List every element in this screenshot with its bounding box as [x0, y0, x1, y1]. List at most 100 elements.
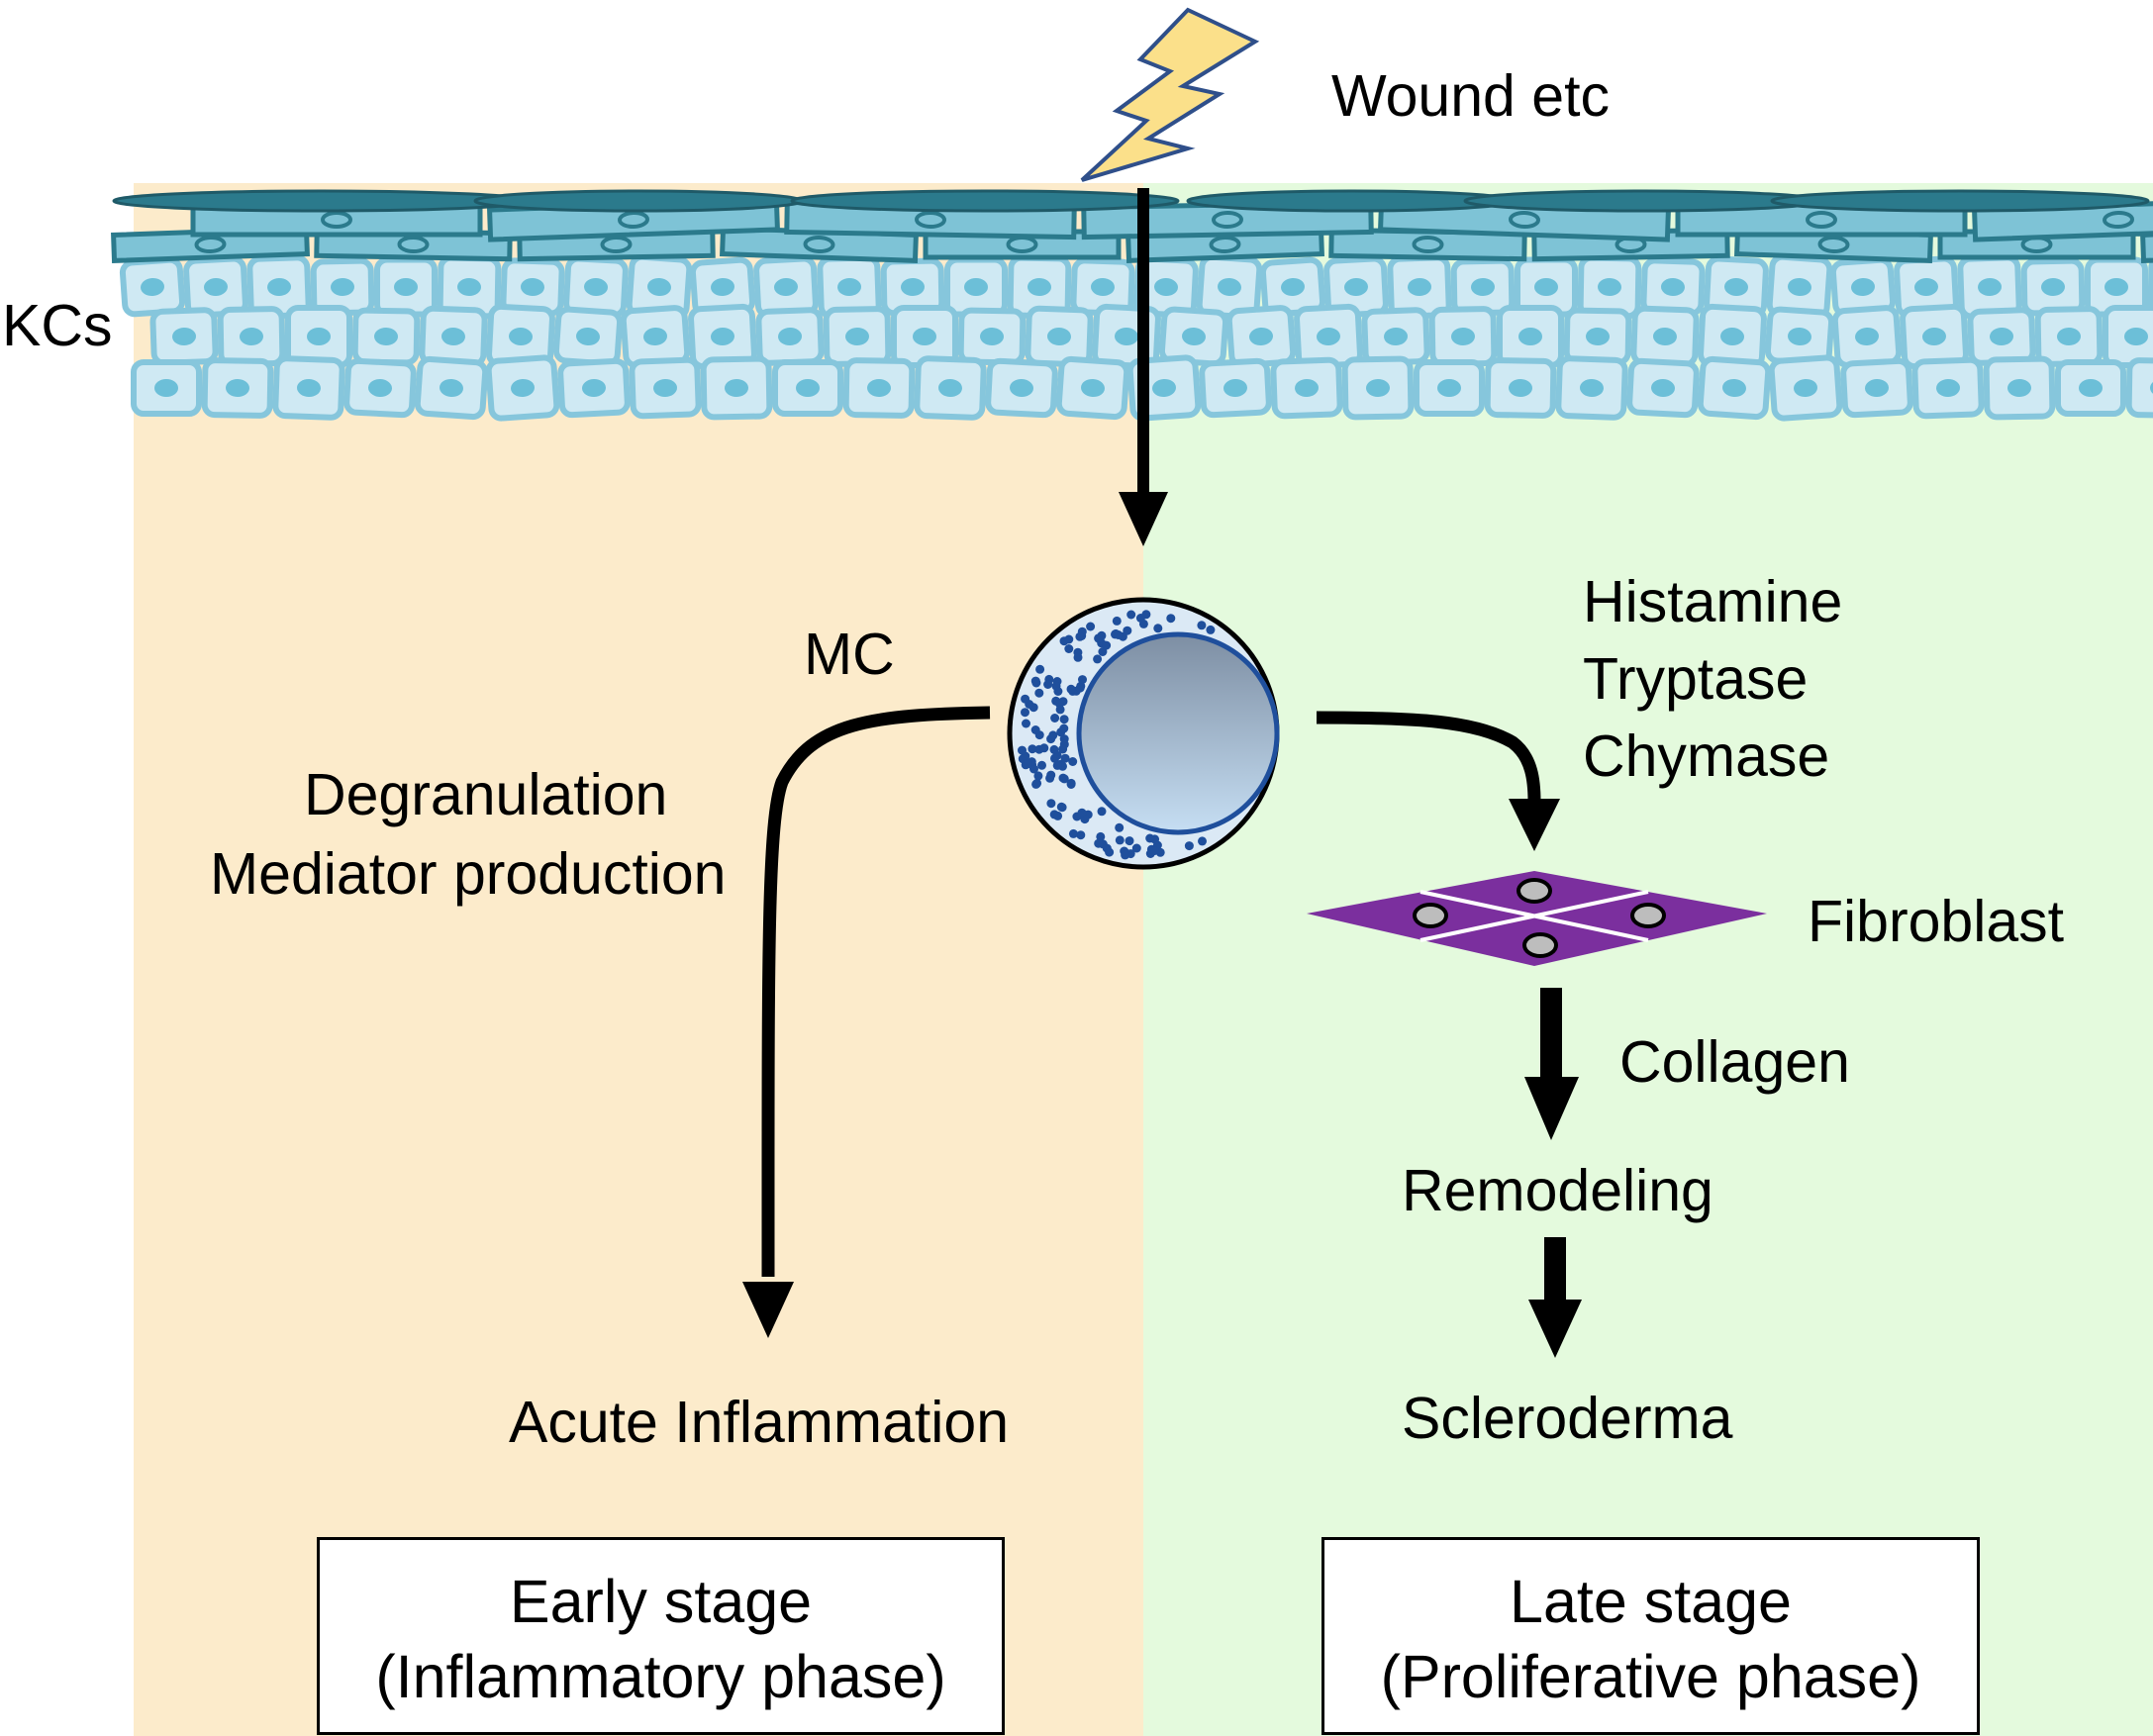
fibroblast-label: Fibroblast — [1808, 889, 2065, 954]
keratinocyte — [985, 357, 1058, 419]
granule — [1098, 647, 1108, 656]
collagen-label: Collagen — [1619, 1029, 1850, 1095]
wound-label: Wound etc — [1331, 63, 1610, 129]
remodeling-arrow-head — [1528, 1300, 1582, 1358]
keratinocyte — [2034, 306, 2104, 367]
cornified-cell — [790, 189, 1180, 213]
late-stage-title: Late stage — [1510, 1568, 1792, 1635]
granule — [1135, 614, 1145, 623]
granule — [1055, 705, 1065, 715]
late-stage-background — [1143, 183, 2153, 1736]
granule — [1115, 822, 1125, 832]
squamous-cell — [1328, 227, 1527, 262]
mast-cell-nucleus — [1076, 631, 1280, 835]
granule — [1198, 836, 1207, 846]
granule — [1145, 833, 1155, 843]
granule — [1121, 850, 1130, 860]
granule — [1153, 624, 1163, 633]
keratinocyte — [1764, 306, 1835, 367]
keratinocyte — [1428, 306, 1498, 367]
keratinocyte — [1768, 354, 1843, 422]
collagen-arrow — [1540, 988, 1562, 1079]
cornified-cell — [1770, 189, 2150, 213]
mast-cell-granules — [1018, 610, 1216, 860]
keratinocyte — [2125, 357, 2153, 419]
keratinocyte — [1025, 305, 1094, 368]
granule — [1064, 634, 1074, 644]
keratinocyte — [485, 354, 560, 422]
granule — [1059, 715, 1069, 724]
granule — [1078, 675, 1087, 685]
keratinocyte — [183, 255, 248, 319]
granule — [1037, 760, 1046, 770]
keratinocyte — [1697, 355, 1772, 421]
keratinocyte — [2147, 254, 2153, 320]
keratinocyte — [914, 355, 987, 421]
granule — [1075, 631, 1085, 641]
granule — [1093, 654, 1103, 664]
granule — [1051, 681, 1061, 691]
early-stage-background — [134, 183, 1143, 1736]
cornified-cell — [1463, 189, 1823, 213]
keratinocyte — [1484, 357, 1557, 419]
keratinocyte — [2055, 359, 2126, 417]
keratinocyte — [1270, 356, 1343, 420]
mediator-production-label: Mediator production — [210, 841, 727, 907]
granule — [1021, 694, 1030, 704]
granule — [1034, 688, 1044, 698]
keratinocyte — [272, 355, 345, 421]
histamine-label: Histamine — [1583, 569, 1843, 634]
keratinocyte — [552, 306, 624, 367]
granule — [1125, 836, 1134, 846]
granule — [1086, 622, 1096, 631]
mc-label: MC — [804, 622, 895, 687]
keratinocyte — [1626, 357, 1700, 419]
early-stage-box: Early stage (Inflammatory phase) — [317, 1537, 1005, 1735]
granule — [1030, 725, 1040, 734]
granule — [1049, 744, 1059, 754]
granule — [1112, 616, 1122, 626]
granule — [1029, 764, 1038, 774]
granule — [1052, 760, 1062, 770]
basal-cells — [119, 253, 2153, 422]
keratinocyte — [944, 256, 1008, 318]
granule — [1023, 758, 1032, 768]
inflammation-arrow — [761, 706, 991, 1278]
granule — [1058, 744, 1068, 754]
keratinocyte — [2103, 305, 2153, 368]
keratinocyte — [1414, 359, 1485, 417]
keratinocyte — [1259, 256, 1326, 318]
late-stage-subtitle: (Proliferative phase) — [1380, 1643, 1921, 1711]
fibroblast-arrow — [1316, 711, 1541, 803]
keratinocyte — [1225, 305, 1297, 368]
granule — [1184, 841, 1194, 851]
granule — [1022, 719, 1030, 728]
granule — [1030, 676, 1040, 686]
granule — [1018, 745, 1027, 755]
granule — [1166, 614, 1176, 624]
granule — [1043, 680, 1053, 689]
granule — [1076, 830, 1086, 840]
granule — [1094, 633, 1104, 643]
granule — [1073, 647, 1083, 657]
keratinocyte — [557, 357, 631, 419]
granule — [1045, 773, 1055, 783]
granule — [1048, 730, 1058, 740]
granule — [1028, 744, 1037, 754]
keratinocyte — [1967, 307, 2036, 366]
late-stage-box: Late stage (Proliferative phase) — [1321, 1537, 1980, 1735]
keratinocyte — [629, 356, 702, 420]
granule — [1050, 714, 1060, 723]
fibroblast-arrow-head — [1509, 799, 1560, 851]
cornified-cell — [112, 189, 532, 213]
granule — [1060, 753, 1070, 763]
granule — [1197, 621, 1207, 630]
keratinocyte — [1983, 355, 2056, 421]
keratinocyte — [414, 355, 489, 421]
granule — [1114, 630, 1124, 639]
granule — [1126, 610, 1136, 620]
granule — [1105, 847, 1115, 857]
keratinocyte — [217, 306, 286, 367]
keratinocyte — [1563, 307, 1632, 366]
acute-inflammation-label: Acute Inflammation — [509, 1390, 1010, 1455]
